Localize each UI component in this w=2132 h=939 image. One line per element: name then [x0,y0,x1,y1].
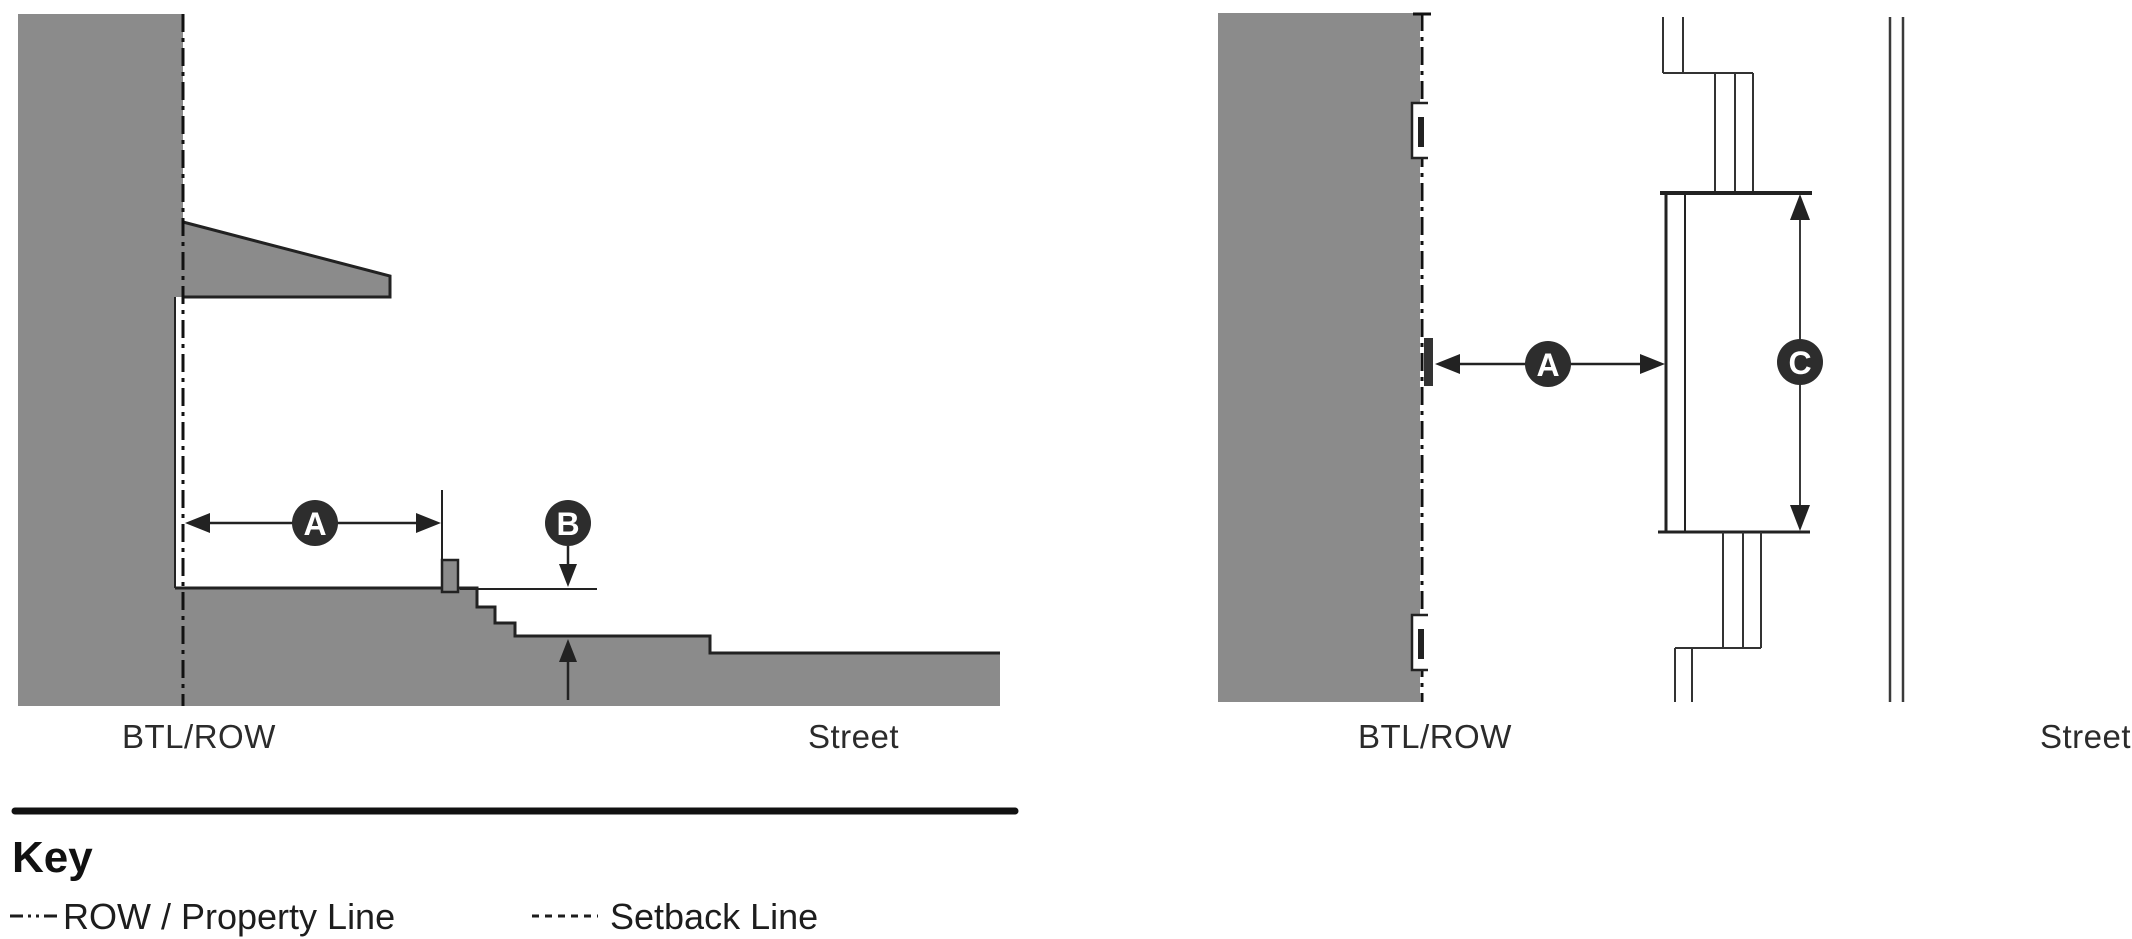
facade-stub [1424,338,1433,386]
door-leaf-lower [1418,629,1424,659]
dimension-c: C [1777,194,1823,531]
arrowhead-left [185,513,210,533]
door-leaf-upper [1418,117,1424,147]
building-and-ground-mass [18,14,1000,706]
arrowhead-up [559,639,577,662]
badge-c-letter: C [1788,345,1811,381]
left-section-diagram: A B BTL/ROW Street [18,14,1000,755]
right-street-label: Street [2040,718,2131,755]
arrowhead-down [1790,505,1810,531]
arrowhead-right [1640,354,1665,374]
badge-b-letter: B [556,506,579,542]
awning-outline-lower [1674,532,1762,702]
right-btl-row-label: BTL/ROW [1358,718,1512,755]
dimension-b: B [460,500,597,700]
right-plan-diagram: A C [1218,12,2131,755]
legend-setback-label: Setback Line [610,896,818,937]
badge-a-left-letter: A [303,506,326,542]
left-btl-row-label: BTL/ROW [122,718,276,755]
facade-recess-lower [1410,613,1428,672]
badge-c [1777,339,1823,385]
badge-a-right-letter: A [1536,347,1559,383]
steps-and-ground-profile [458,586,1000,655]
dimension-a: A [185,500,441,546]
arrowhead-down [559,564,577,587]
projecting-sign [1658,191,1812,534]
porch-curb [440,558,460,594]
canopy-outline [182,220,392,299]
arrowhead-up [1790,194,1810,220]
key-section: Key ROW / Property Line Setback Line [10,807,1019,937]
badge-b [545,500,591,546]
arrowhead-right [416,513,441,533]
legend-row-property-label: ROW / Property Line [63,896,395,937]
dimension-a-right: A [1435,341,1665,387]
street-edge-lines [1888,17,1905,702]
awning-outline-upper [1662,17,1754,192]
left-street-label: Street [808,718,899,755]
legend-row: ROW / Property Line Setback Line [10,896,818,937]
badge-a-right [1525,341,1571,387]
facade-recess-upper [1410,101,1428,160]
arrowhead-left [1435,354,1460,374]
building-mass-plan [1218,13,1420,702]
badge-a-left [292,500,338,546]
key-title: Key [12,833,93,882]
